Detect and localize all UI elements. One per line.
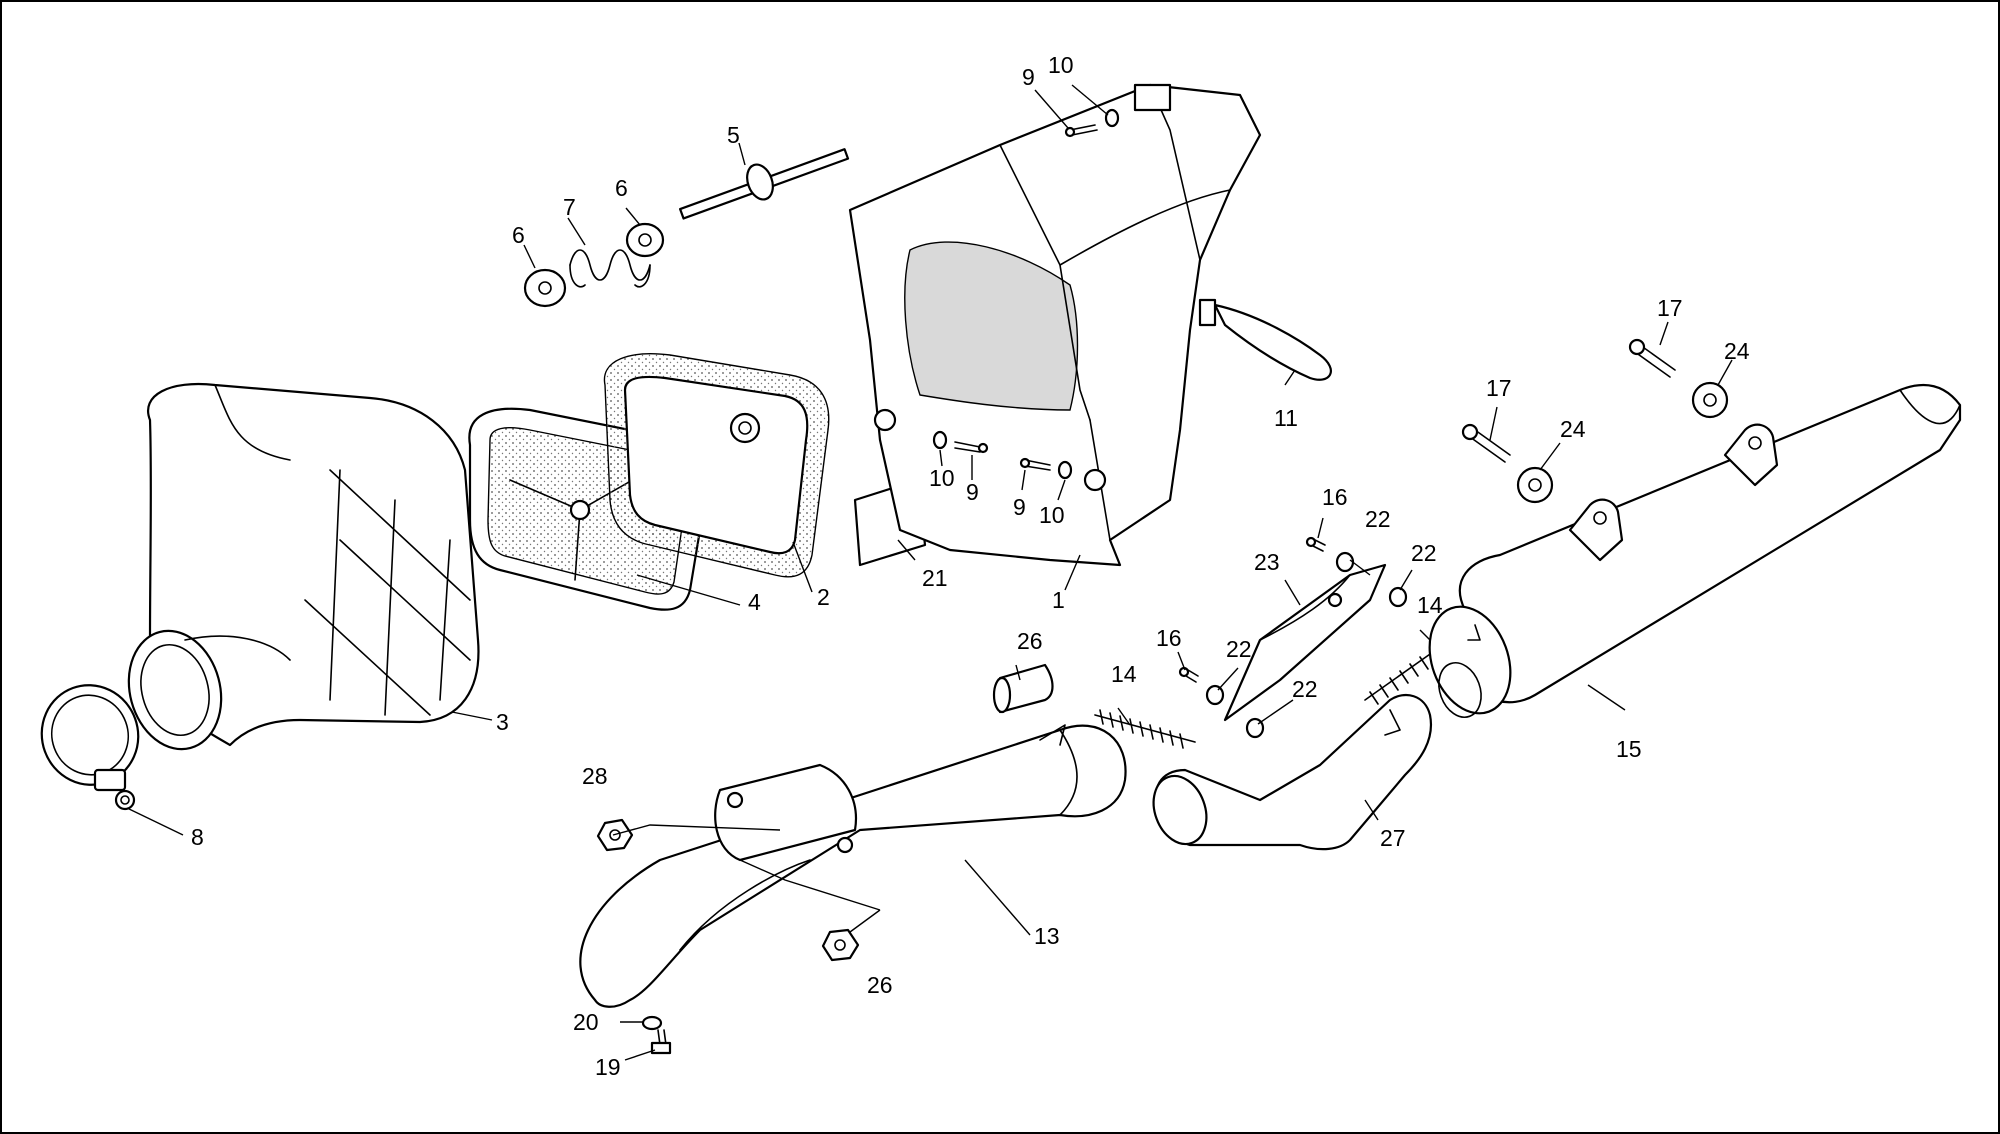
callout-21: 21 xyxy=(922,565,948,591)
callout-6b: 6 xyxy=(615,175,628,201)
callout-19: 19 xyxy=(595,1054,621,1080)
header-pipe-part xyxy=(579,724,1127,1008)
link-pipe-part xyxy=(1152,693,1433,851)
washer-10c-part xyxy=(1057,460,1073,480)
callout-24b: 24 xyxy=(1724,338,1750,364)
bolt-17b-part xyxy=(1628,338,1676,378)
callout-28: 28 xyxy=(582,763,608,789)
bolt-16a-part xyxy=(1305,536,1326,552)
callout-22b: 22 xyxy=(1411,540,1437,566)
screw-9a-part xyxy=(1064,124,1098,138)
callout-10a: 10 xyxy=(1048,52,1074,78)
spacer-24a-part xyxy=(1516,466,1554,504)
hose-clamp-part xyxy=(40,684,140,811)
callout-13: 13 xyxy=(1034,923,1060,949)
spring-7-part xyxy=(569,249,651,288)
callout-8: 8 xyxy=(191,824,204,850)
callout-24a: 24 xyxy=(1560,416,1586,442)
nut-26-part xyxy=(821,928,860,962)
washer-22b-part xyxy=(1388,586,1408,608)
filter-element-part xyxy=(603,353,830,578)
callout-10c: 10 xyxy=(1039,502,1065,528)
callout-4: 4 xyxy=(748,589,761,615)
spacer-26-part xyxy=(992,663,1054,714)
washer-10b-part xyxy=(932,430,948,450)
callout-20: 20 xyxy=(573,1009,599,1035)
heat-shield-part xyxy=(1223,563,1387,722)
callout-22d: 22 xyxy=(1292,676,1318,702)
callout-2: 2 xyxy=(817,584,830,610)
callout-17a: 17 xyxy=(1486,375,1512,401)
leader-lines xyxy=(126,84,1733,1061)
bolt-16b-part xyxy=(1178,666,1199,683)
washer-20-part xyxy=(641,1015,663,1031)
callout-labels: 1 2 3 4 5 6 6 7 8 9 9 9 10 10 10 11 13 1… xyxy=(191,52,1750,1080)
callout-9c: 9 xyxy=(1013,494,1026,520)
airbox-housing-part xyxy=(848,83,1262,567)
bushing-6a-part xyxy=(523,268,567,308)
callout-14b: 14 xyxy=(1417,592,1443,618)
callout-17b: 17 xyxy=(1657,295,1683,321)
screw-9b-part xyxy=(954,441,989,454)
callout-11: 11 xyxy=(1274,405,1298,431)
bolt-17a-part xyxy=(1461,423,1511,463)
screw-9c-part xyxy=(1019,457,1051,471)
callout-6a: 6 xyxy=(512,222,525,248)
callout-23: 23 xyxy=(1254,549,1280,575)
airbox-cover-part xyxy=(127,383,480,751)
callout-27: 27 xyxy=(1380,825,1406,851)
callout-9b: 9 xyxy=(966,479,979,505)
spacer-24b-part xyxy=(1691,381,1729,419)
callout-3: 3 xyxy=(496,709,509,735)
callout-26b: 26 xyxy=(867,972,893,998)
callout-5: 5 xyxy=(727,122,740,148)
callout-7: 7 xyxy=(563,194,576,220)
callout-16a: 16 xyxy=(1322,484,1348,510)
strap-part xyxy=(1198,298,1332,381)
callout-22c: 22 xyxy=(1226,636,1252,662)
callout-16b: 16 xyxy=(1156,625,1182,651)
spring-14a-part xyxy=(1094,709,1196,749)
callout-10b: 10 xyxy=(929,465,955,491)
muffler-part xyxy=(1428,383,1962,718)
bolt-19-part xyxy=(650,1029,672,1055)
callout-14a: 14 xyxy=(1111,661,1137,687)
callout-15: 15 xyxy=(1616,736,1642,762)
bushing-6b-part xyxy=(625,222,665,258)
callout-22a: 22 xyxy=(1365,506,1391,532)
washer-10a-part xyxy=(1104,108,1120,128)
callout-1: 1 xyxy=(1052,587,1065,613)
washer-22a-part xyxy=(1335,551,1355,573)
callout-9a: 9 xyxy=(1022,64,1035,90)
washer-22c-part xyxy=(1205,684,1225,706)
callout-26a: 26 xyxy=(1017,628,1043,654)
mounting-rod-part xyxy=(679,148,850,220)
